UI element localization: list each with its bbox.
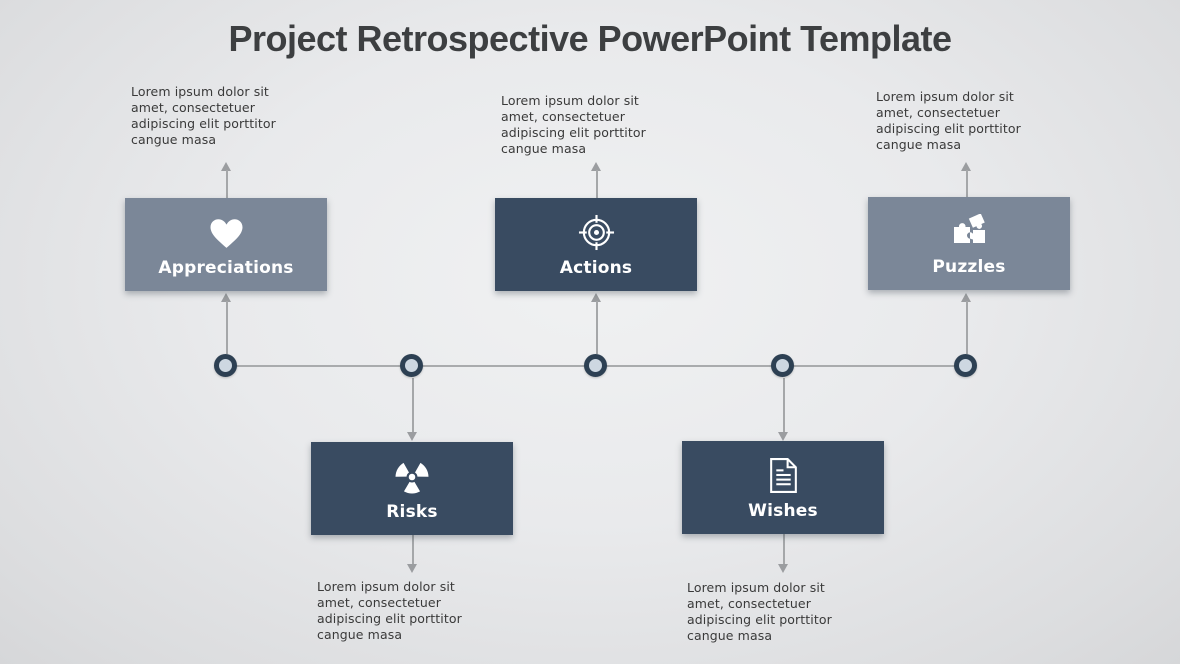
- connector-line: [966, 301, 968, 354]
- arrow-down-icon: [778, 432, 788, 441]
- document-icon: [768, 457, 799, 495]
- arrow-up-icon: [221, 293, 231, 302]
- heart-icon: [208, 214, 245, 252]
- card-risks: Risks: [311, 442, 513, 535]
- arrow-up-icon: [961, 162, 971, 171]
- arrow-up-icon: [591, 162, 601, 171]
- card-label-risks: Risks: [386, 501, 438, 522]
- connector-line: [596, 301, 598, 354]
- timeline-node-risks: [400, 354, 423, 377]
- card-label-puzzles: Puzzles: [932, 256, 1006, 277]
- arrow-up-icon: [591, 293, 601, 302]
- arrow-down-icon: [407, 432, 417, 441]
- card-label-actions: Actions: [559, 257, 633, 278]
- arrow-down-icon: [778, 564, 788, 573]
- slide-title: Project Retrospective PowerPoint Templat…: [228, 18, 952, 59]
- description-wishes: Lorem ipsum dolor sit amet, consectetuer…: [687, 580, 832, 643]
- card-appreciations: Appreciations: [125, 198, 327, 291]
- description-risks: Lorem ipsum dolor sit amet, consectetuer…: [317, 579, 462, 642]
- connector-line: [596, 170, 598, 198]
- connector-line: [226, 170, 228, 198]
- card-puzzles: Puzzles: [868, 197, 1070, 290]
- description-puzzles: Lorem ipsum dolor sit amet, consectetuer…: [876, 89, 1021, 152]
- arrow-up-icon: [961, 293, 971, 302]
- description-actions: Lorem ipsum dolor sit amet, consectetuer…: [501, 93, 646, 156]
- arrow-up-icon: [221, 162, 231, 171]
- arrow-down-icon: [407, 564, 417, 573]
- connector-line: [783, 534, 785, 565]
- card-wishes: Wishes: [682, 441, 884, 534]
- description-appreciations: Lorem ipsum dolor sit amet, consectetuer…: [131, 84, 276, 147]
- timeline-node-puzzles: [954, 354, 977, 377]
- target-icon: [578, 214, 615, 252]
- connector-line: [966, 170, 968, 198]
- card-label-appreciations: Appreciations: [158, 257, 294, 278]
- connector-line: [412, 378, 414, 433]
- card-label-wishes: Wishes: [748, 500, 818, 521]
- timeline-node-wishes: [771, 354, 794, 377]
- radiation-icon: [394, 458, 430, 496]
- timeline-node-appreciations: [214, 354, 237, 377]
- connector-line: [783, 378, 785, 433]
- card-actions: Actions: [495, 198, 697, 291]
- connector-line: [412, 535, 414, 565]
- connector-line: [226, 301, 228, 354]
- timeline-node-actions: [584, 354, 607, 377]
- puzzle-icon: [949, 213, 989, 251]
